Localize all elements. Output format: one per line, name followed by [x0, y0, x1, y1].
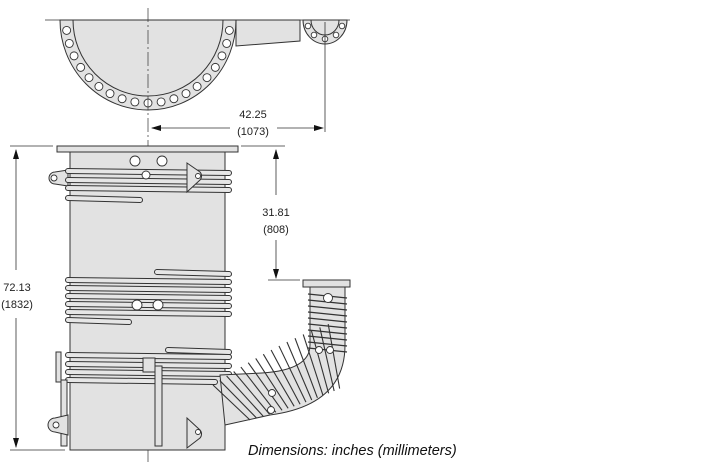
bolt-hole: [169, 94, 179, 104]
bolt-hole: [217, 51, 227, 61]
elbow-duct: [212, 279, 351, 426]
dim-offset-in: 42.25: [239, 109, 267, 121]
band: [66, 353, 231, 359]
band: [66, 318, 131, 324]
bolt-hole: [62, 25, 72, 35]
bolt-hole: [224, 25, 234, 35]
side-arm: [235, 19, 301, 47]
bolt-hole: [105, 89, 115, 99]
column: [47, 145, 239, 451]
band: [66, 302, 231, 308]
band: [66, 378, 217, 384]
bolt-hole: [94, 82, 104, 91]
lifting-lug: [48, 169, 69, 187]
band: [66, 286, 231, 292]
dim-elbow-mm: (808): [263, 224, 289, 236]
band: [155, 270, 231, 276]
bolt-hole: [69, 51, 79, 61]
bolt-hole: [76, 62, 86, 72]
bolt-hole: [84, 73, 94, 83]
elbow-flange: [302, 279, 351, 288]
band: [66, 294, 231, 300]
top-view: [45, 19, 350, 111]
band: [66, 310, 231, 316]
dim-height-in: 72.13: [3, 282, 31, 294]
band: [66, 278, 231, 284]
bolt-hole: [181, 89, 191, 99]
band: [66, 196, 142, 202]
bolt-hole: [117, 94, 127, 104]
top-flange: [56, 145, 239, 153]
bolt-hole: [210, 62, 220, 72]
bolt-hole: [192, 82, 202, 91]
dim-offset-mm: (1073): [237, 126, 269, 138]
bolt-hole: [64, 38, 74, 48]
band: [66, 178, 231, 184]
bolt-hole: [156, 97, 166, 107]
dim-height-mm: (1832): [1, 299, 33, 311]
bolt-hole: [202, 73, 212, 83]
band: [166, 348, 231, 354]
caption: Dimensions: inches (millimeters): [248, 443, 457, 459]
band: [66, 186, 231, 192]
bolt-hole: [222, 38, 232, 48]
band: [66, 370, 231, 376]
flange-bolt-holes: [62, 25, 234, 108]
dim-elbow-in: 31.81: [262, 207, 290, 219]
bolt-hole: [130, 97, 140, 107]
